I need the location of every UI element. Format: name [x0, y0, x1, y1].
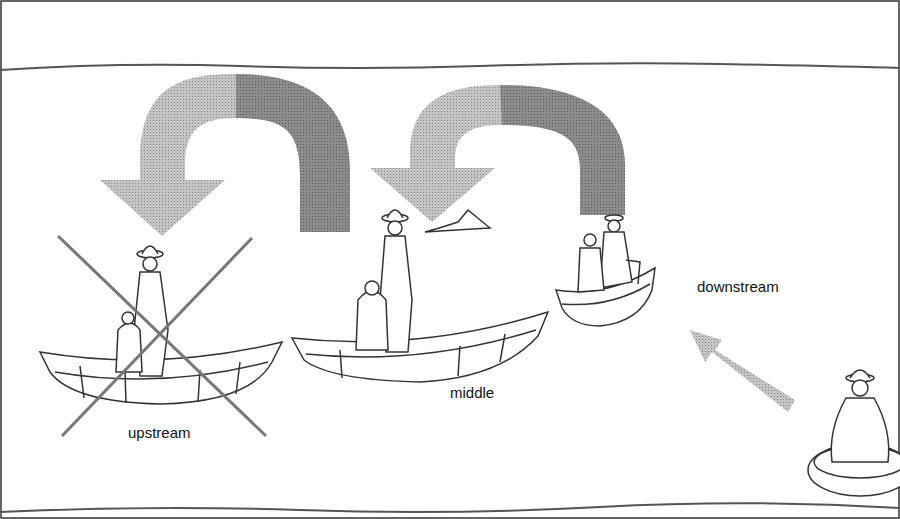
river-bank — [0, 63, 900, 70]
downstream-boat — [556, 215, 655, 326]
curved-arrow — [100, 74, 350, 236]
head — [584, 234, 596, 246]
place-label: downstream — [697, 278, 779, 295]
straight-arrow — [690, 330, 795, 412]
figure — [578, 248, 604, 292]
arrow-shape — [690, 330, 795, 412]
head — [608, 220, 620, 232]
figure — [831, 398, 888, 462]
head — [388, 221, 402, 235]
middle-boat — [292, 210, 548, 382]
head — [143, 257, 157, 271]
head — [852, 380, 868, 396]
place-label: middle — [450, 384, 494, 401]
head — [122, 312, 134, 324]
hat — [387, 210, 403, 218]
arrow-band-shade — [236, 74, 350, 232]
cross-line — [58, 236, 266, 436]
figure-line — [626, 260, 640, 284]
head — [365, 281, 379, 295]
river-bank — [0, 503, 900, 512]
arrow-band-shade — [500, 85, 625, 215]
cross-mark — [58, 236, 266, 436]
cross-line — [62, 238, 252, 436]
round-boat — [808, 370, 900, 496]
hat — [850, 370, 870, 378]
sail-fin — [425, 210, 490, 232]
place-label: upstream — [128, 424, 191, 441]
curved-arrow — [370, 85, 625, 222]
hat — [142, 246, 158, 254]
boat-hull — [292, 312, 548, 382]
arrow-head — [100, 180, 225, 236]
upstream-boat — [40, 246, 282, 404]
arrow-head — [370, 168, 495, 222]
seated-figure — [356, 291, 388, 350]
